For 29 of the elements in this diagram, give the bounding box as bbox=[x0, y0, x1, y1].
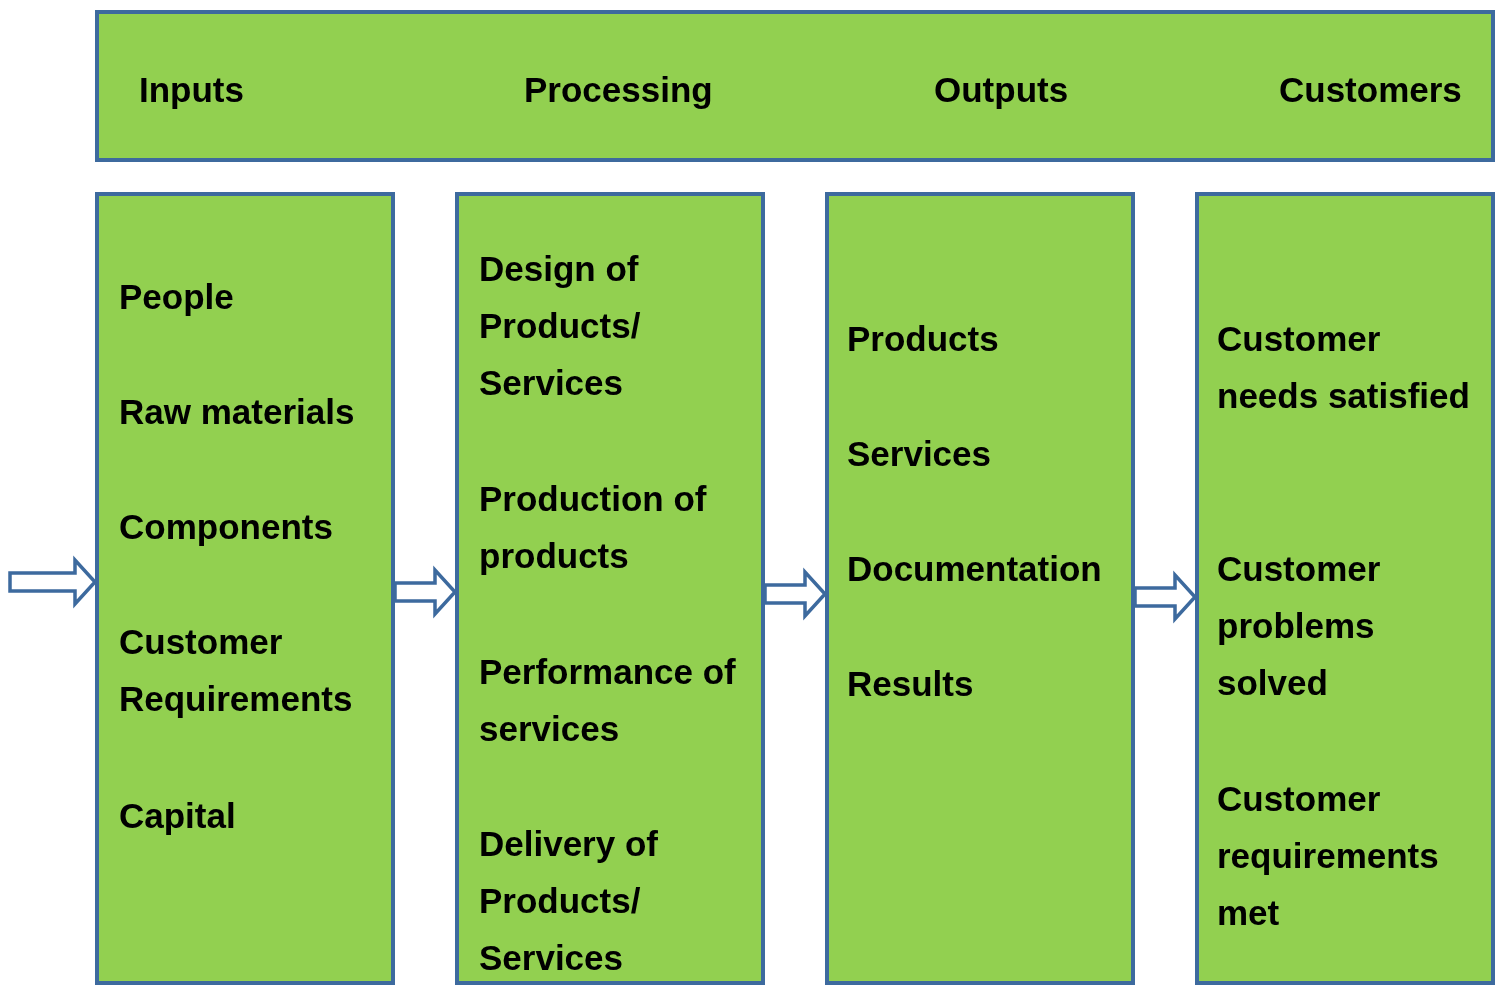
item-text: Customer Requirements bbox=[119, 621, 354, 720]
item-text: Customer requirements met bbox=[1217, 778, 1440, 934]
item-text: Results bbox=[847, 663, 975, 705]
item-text: People bbox=[119, 276, 235, 318]
block-arrow bbox=[763, 567, 828, 621]
item-text: Services bbox=[847, 433, 993, 475]
column-heading: Outputs bbox=[934, 69, 1070, 111]
block-arrow bbox=[1133, 570, 1198, 624]
column-box bbox=[1195, 192, 1495, 985]
item-text: Customer needs satisfied bbox=[1217, 318, 1471, 417]
item-text: Products bbox=[847, 318, 1000, 360]
item-text: Documentation bbox=[847, 548, 1103, 590]
column-heading: Customers bbox=[1279, 69, 1463, 111]
block-arrow bbox=[393, 565, 458, 619]
block-arrow bbox=[8, 555, 98, 609]
item-text: Production of products bbox=[479, 478, 708, 577]
item-text: Components bbox=[119, 506, 334, 548]
item-text: Capital bbox=[119, 795, 237, 837]
column-heading: Processing bbox=[524, 69, 714, 111]
item-text: Customer problems solved bbox=[1217, 548, 1382, 704]
item-text: Raw materials bbox=[119, 391, 356, 433]
column-box bbox=[455, 192, 765, 985]
header-band bbox=[95, 10, 1495, 162]
item-text: Delivery of Products/ Services bbox=[479, 823, 659, 979]
item-text: Performance of services bbox=[479, 651, 737, 750]
column-heading: Inputs bbox=[139, 69, 245, 111]
column-box bbox=[95, 192, 395, 985]
column-box bbox=[825, 192, 1135, 985]
item-text: Design of Products/ Services bbox=[479, 248, 642, 404]
